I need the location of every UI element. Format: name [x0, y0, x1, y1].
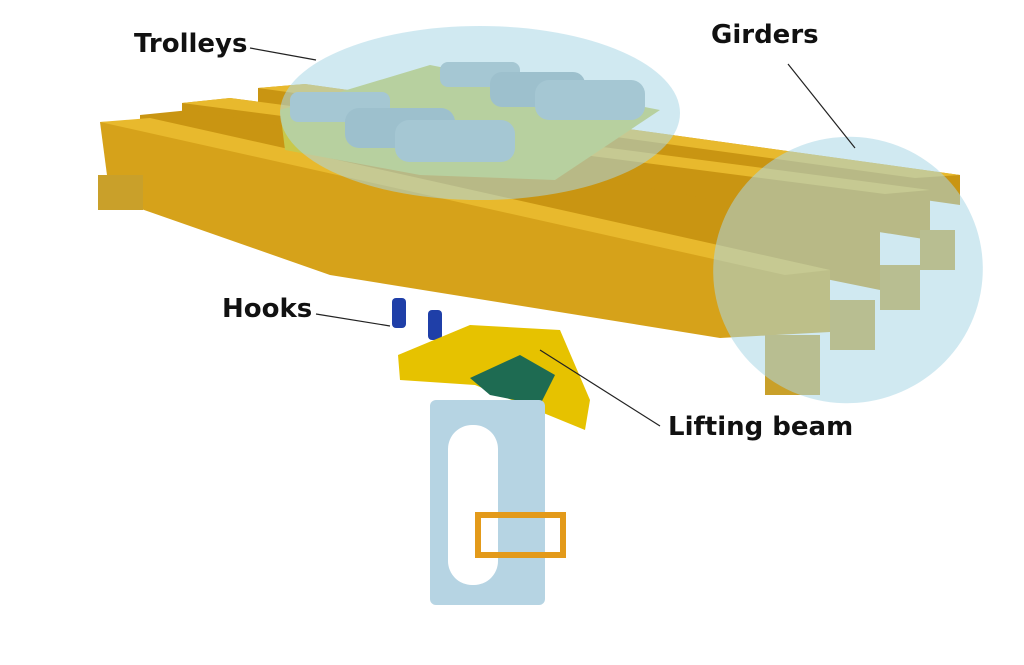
girders-highlight — [713, 136, 983, 404]
girders-label: Girders — [711, 20, 819, 50]
leader-girders — [787, 63, 856, 149]
lifting-beam-bracket — [470, 355, 555, 405]
leader-lines — [249, 47, 856, 427]
girder-front-side — [100, 120, 830, 338]
leader-lifting-beam — [539, 349, 661, 427]
lifting-beam-label: Lifting beam — [668, 412, 854, 442]
component-frame — [475, 512, 566, 558]
hooks-label: Hooks — [222, 294, 313, 324]
hook-1 — [392, 298, 406, 328]
trolleys-label: Trolleys — [134, 29, 248, 59]
hooks — [392, 298, 442, 340]
component-inner — [448, 425, 498, 585]
leader-hooks — [315, 313, 391, 327]
hook-2 — [428, 310, 442, 340]
lifted-component — [430, 400, 566, 605]
trolleys-highlight — [280, 26, 680, 200]
leader-trolleys — [249, 47, 317, 61]
end-truck-left — [98, 175, 143, 210]
